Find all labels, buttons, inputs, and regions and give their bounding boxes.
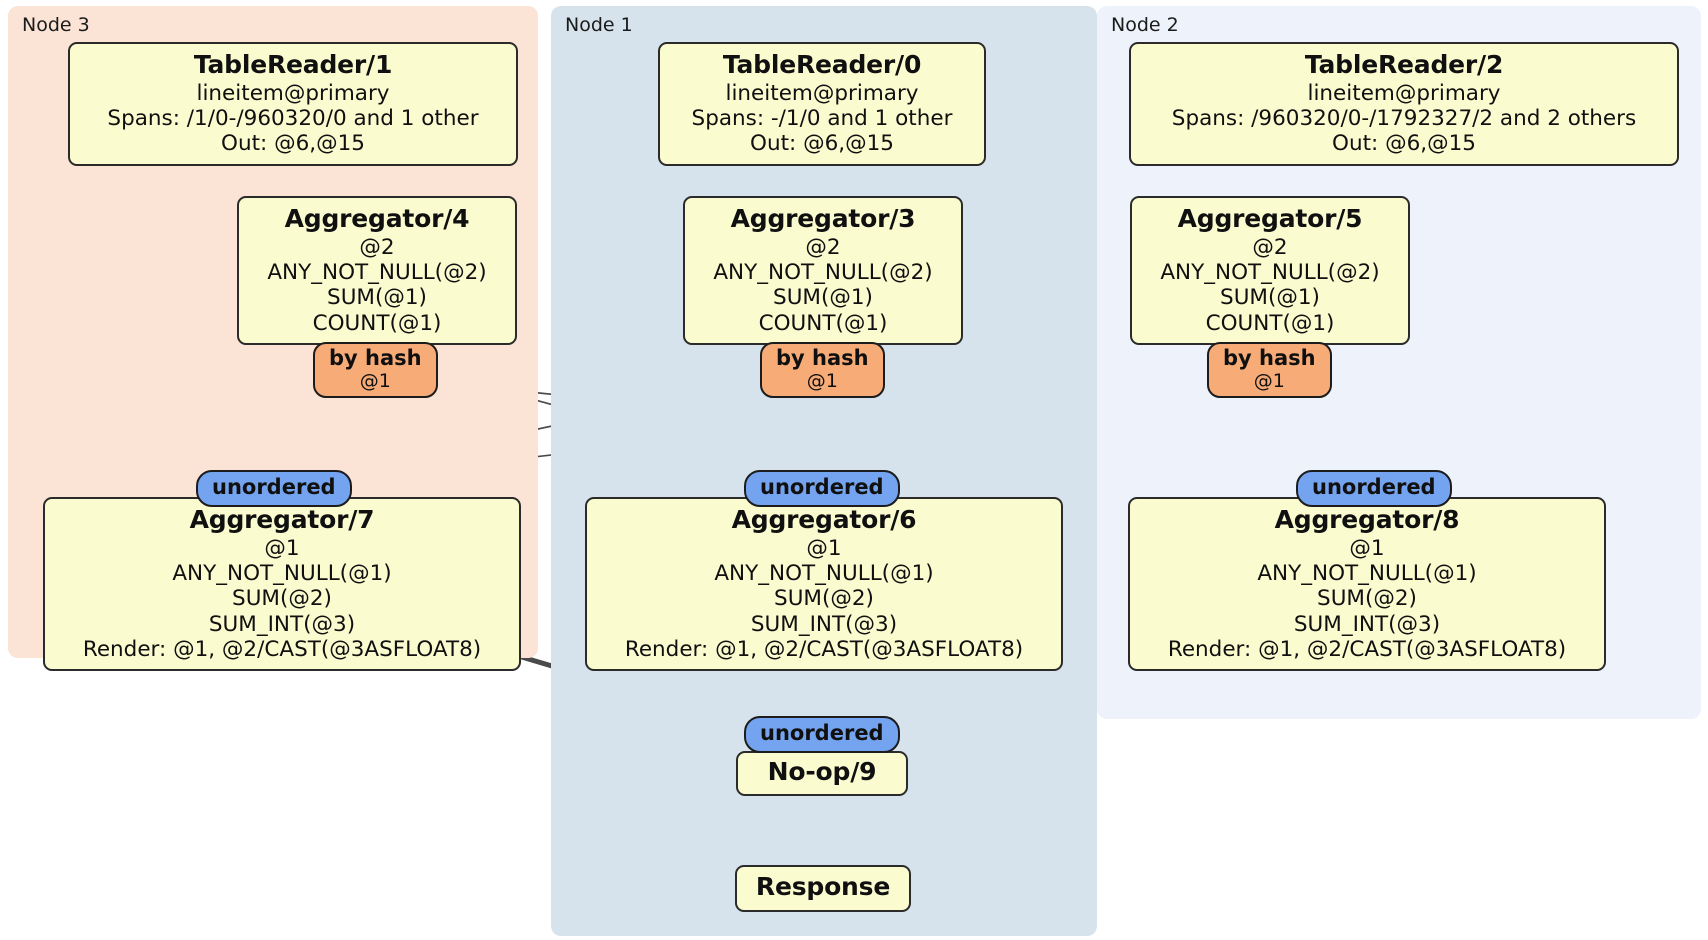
- processor-detail: COUNT(@1): [758, 310, 888, 336]
- stream-unordered-center[interactable]: unordered: [744, 470, 900, 507]
- processor-aggregator-7[interactable]: Aggregator/7 @1 ANY_NOT_NULL(@1) SUM(@2)…: [43, 497, 521, 672]
- processor-title: Aggregator/6: [731, 505, 917, 534]
- processor-title: Aggregator/4: [284, 204, 470, 233]
- processor-render: Render: @1, @2/CAST(@3ASFLOAT8): [624, 636, 1024, 662]
- router-by-hash-left[interactable]: by hash @1: [313, 342, 438, 398]
- node-label-node-1: Node 1: [565, 14, 633, 36]
- processor-detail: SUM(@2): [232, 586, 332, 612]
- processor-detail: COUNT(@1): [312, 310, 442, 336]
- processor-detail: @1: [806, 535, 842, 561]
- processor-detail: @2: [1252, 234, 1288, 260]
- processor-aggregator-4[interactable]: Aggregator/4 @2 ANY_NOT_NULL(@2) SUM(@1)…: [237, 196, 517, 345]
- processor-detail: COUNT(@1): [1205, 310, 1335, 336]
- processor-response[interactable]: Response: [735, 865, 911, 912]
- processor-title: TableReader/0: [722, 50, 922, 79]
- processor-title: Aggregator/8: [1274, 505, 1460, 534]
- processor-detail: @1: [264, 535, 300, 561]
- processor-detail: @1: [1349, 535, 1385, 561]
- processor-detail: Spans: -/1/0 and 1 other: [691, 105, 953, 131]
- processor-detail: ANY_NOT_NULL(@2): [1160, 259, 1380, 285]
- processor-detail: @2: [359, 234, 395, 260]
- router-by-hash-right[interactable]: by hash @1: [1207, 342, 1332, 398]
- router-title: by hash: [329, 346, 422, 370]
- node-label-node-2: Node 2: [1111, 14, 1179, 36]
- processor-detail: ANY_NOT_NULL(@2): [713, 259, 933, 285]
- processor-detail: SUM_INT(@3): [208, 611, 356, 637]
- processor-title: TableReader/2: [1304, 50, 1504, 79]
- processor-aggregator-6[interactable]: Aggregator/6 @1 ANY_NOT_NULL(@1) SUM(@2)…: [585, 497, 1063, 672]
- processor-detail: SUM(@1): [327, 285, 427, 311]
- stream-unordered-final[interactable]: unordered: [744, 716, 900, 753]
- processor-tablereader-0[interactable]: TableReader/0 lineitem@primary Spans: -/…: [658, 42, 986, 166]
- router-title: by hash: [1223, 346, 1316, 370]
- router-column: @1: [359, 369, 391, 392]
- stream-unordered-left[interactable]: unordered: [196, 470, 352, 507]
- processor-detail: ANY_NOT_NULL(@1): [172, 560, 392, 586]
- processor-tablereader-2[interactable]: TableReader/2 lineitem@primary Spans: /9…: [1129, 42, 1679, 166]
- processor-render: Render: @1, @2/CAST(@3ASFLOAT8): [1167, 636, 1567, 662]
- processor-detail: lineitem@primary: [1307, 80, 1501, 106]
- processor-aggregator-3[interactable]: Aggregator/3 @2 ANY_NOT_NULL(@2) SUM(@1)…: [683, 196, 963, 345]
- processor-detail: Spans: /960320/0-/1792327/2 and 2 others: [1171, 105, 1637, 131]
- router-by-hash-center[interactable]: by hash @1: [760, 342, 885, 398]
- processor-title: Response: [755, 872, 891, 901]
- processor-detail: SUM_INT(@3): [1293, 611, 1441, 637]
- processor-detail: ANY_NOT_NULL(@2): [267, 259, 487, 285]
- processor-detail: @2: [805, 234, 841, 260]
- processor-title: Aggregator/5: [1177, 204, 1363, 233]
- processor-title: No-op/9: [767, 757, 877, 786]
- processor-detail: ANY_NOT_NULL(@1): [714, 560, 934, 586]
- processor-detail: SUM(@2): [774, 586, 874, 612]
- processor-title: Aggregator/7: [189, 505, 375, 534]
- processor-detail: SUM(@1): [773, 285, 873, 311]
- node-label-node-3: Node 3: [22, 14, 90, 36]
- processor-detail: Out: @6,@15: [221, 131, 365, 157]
- router-title: by hash: [776, 346, 869, 370]
- processor-detail: SUM_INT(@3): [750, 611, 898, 637]
- processor-detail: Spans: /1/0-/960320/0 and 1 other: [107, 105, 479, 131]
- router-column: @1: [806, 369, 838, 392]
- processor-title: Aggregator/3: [730, 204, 916, 233]
- processor-detail: SUM(@2): [1317, 586, 1417, 612]
- processor-tablereader-1[interactable]: TableReader/1 lineitem@primary Spans: /1…: [68, 42, 518, 166]
- stream-unordered-right[interactable]: unordered: [1296, 470, 1452, 507]
- processor-detail: Out: @6,@15: [750, 131, 894, 157]
- processor-detail: Out: @6,@15: [1332, 131, 1476, 157]
- processor-detail: SUM(@1): [1220, 285, 1320, 311]
- processor-aggregator-8[interactable]: Aggregator/8 @1 ANY_NOT_NULL(@1) SUM(@2)…: [1128, 497, 1606, 672]
- processor-detail: lineitem@primary: [196, 80, 390, 106]
- processor-aggregator-5[interactable]: Aggregator/5 @2 ANY_NOT_NULL(@2) SUM(@1)…: [1130, 196, 1410, 345]
- processor-render: Render: @1, @2/CAST(@3ASFLOAT8): [82, 636, 482, 662]
- processor-title: TableReader/1: [193, 50, 393, 79]
- processor-detail: ANY_NOT_NULL(@1): [1257, 560, 1477, 586]
- router-column: @1: [1253, 369, 1285, 392]
- processor-detail: lineitem@primary: [725, 80, 919, 106]
- processor-no-op-9[interactable]: No-op/9: [736, 751, 908, 796]
